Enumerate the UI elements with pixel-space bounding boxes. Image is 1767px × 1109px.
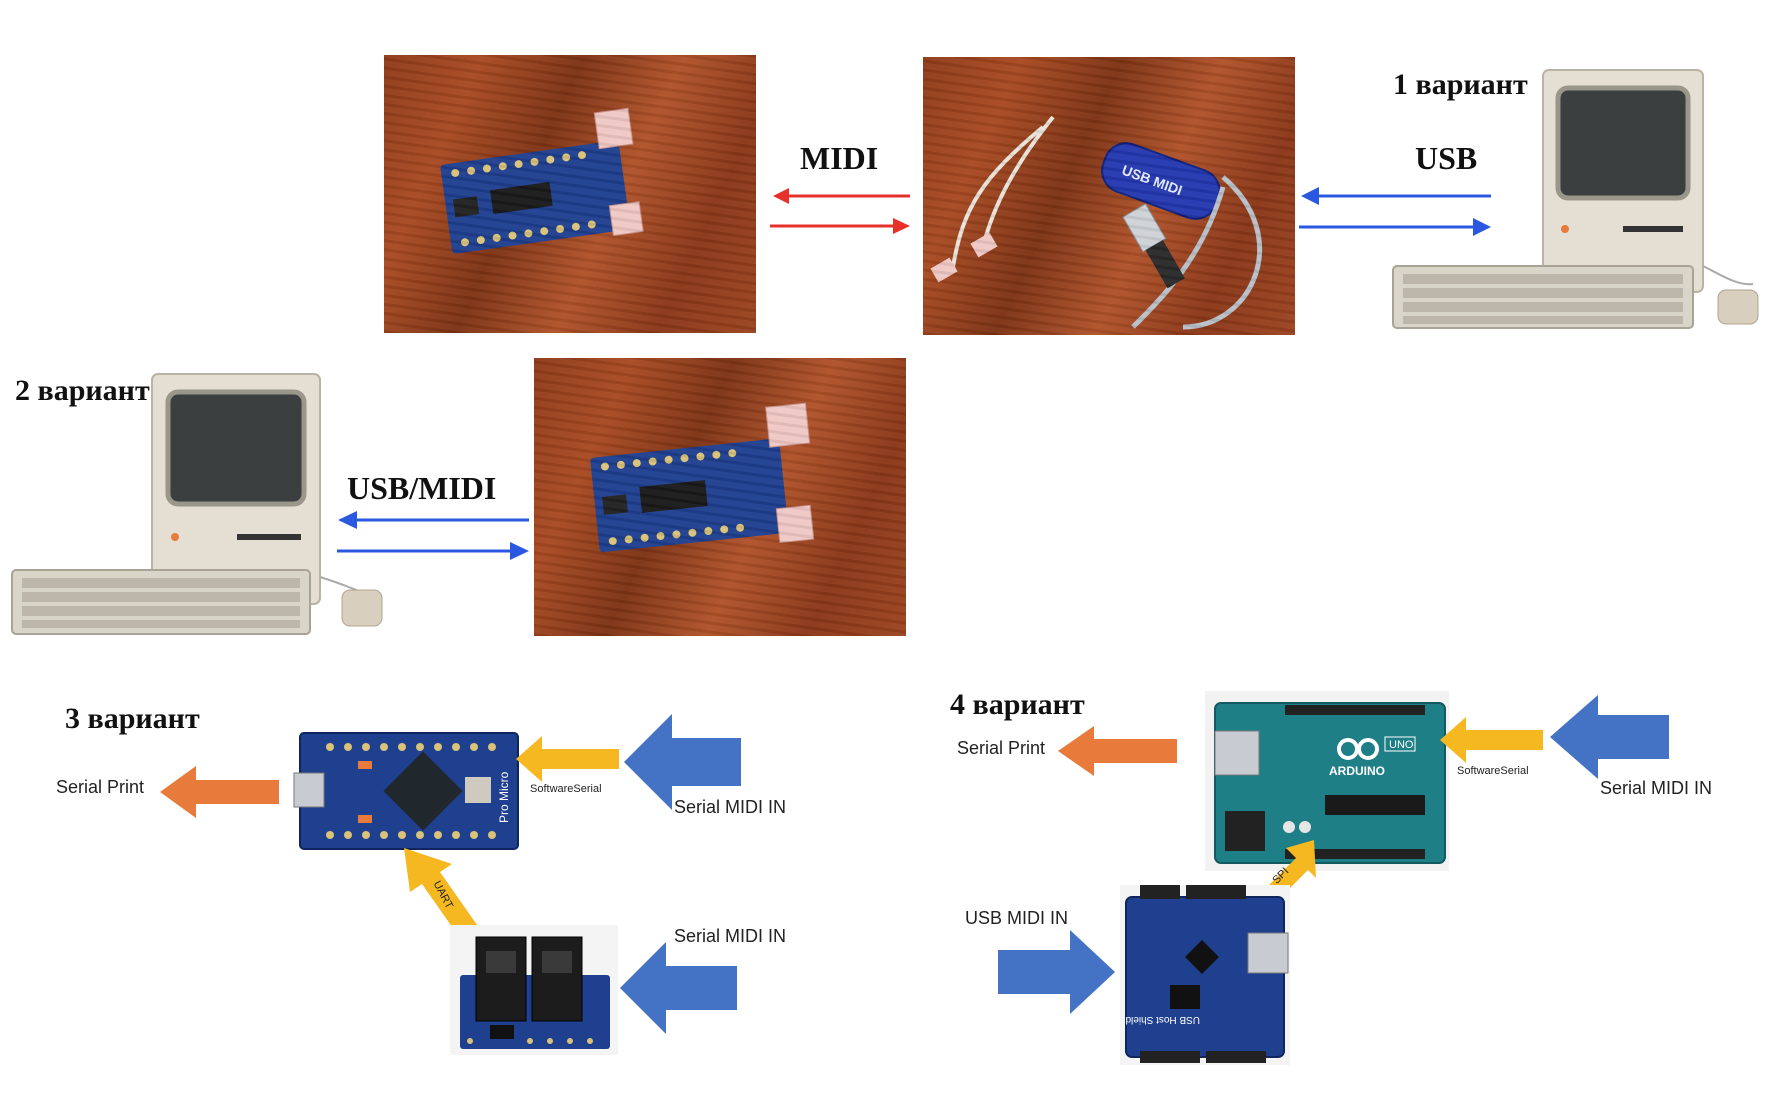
serial-print-label-4: Serial Print [957, 738, 1046, 758]
nano-board-2 [590, 402, 815, 553]
usb-midi-cable-photo: USB Host Shield USB MIDI [923, 57, 1295, 335]
blue-arrow-serial-midi-in-top-3 [624, 714, 741, 810]
arduino-uno-board: ARDUINO UNO [1205, 691, 1449, 871]
usb-label: USB [1415, 140, 1478, 176]
usb-host-shield: USB Host Shield [1120, 885, 1290, 1065]
midi-label: MIDI [800, 140, 879, 176]
midi-arrows [770, 188, 910, 234]
usb-midi-label: USB/MIDI [347, 470, 497, 506]
macintosh-computer-2 [11, 373, 383, 635]
blue-arrow-serial-midi-in-4 [1550, 695, 1669, 779]
macintosh-computer-1 [1392, 69, 1759, 329]
variant3-heading: 3 вариант [65, 702, 200, 735]
nano-board-photo-2 [534, 358, 906, 636]
blue-arrow-serial-midi-in-bottom-3 [620, 942, 737, 1034]
yellow-arrow-uart [404, 848, 482, 944]
arduino-model-text: UNO [1389, 739, 1414, 751]
serial-midi-in-label-top-3: Serial MIDI IN [674, 797, 787, 817]
orange-arrow-serial-print-4 [1058, 726, 1177, 776]
nano-board-1 [440, 107, 644, 254]
yellow-arrow-software-serial-3 [516, 736, 619, 782]
serial-midi-in-label-4: Serial MIDI IN [1600, 778, 1713, 798]
variant4-heading: 4 вариант [950, 688, 1085, 721]
shield-text: USB Host Shield [1126, 1014, 1200, 1025]
serial-midi-in-label-bottom-3: Serial MIDI IN [674, 926, 787, 946]
usb-midi-cable: USB Host Shield USB MIDI [930, 115, 1263, 330]
variant1-heading: 1 вариант [1393, 68, 1528, 101]
pro-micro-board: Pro Micro [293, 732, 519, 850]
usb-arrows [1299, 187, 1491, 236]
serial-print-label-3: Serial Print [56, 777, 145, 797]
usb-midi-in-label: USB MIDI IN [965, 908, 1069, 928]
pro-micro-text: Pro Micro [497, 771, 511, 823]
software-serial-label-3: SoftwareSerial [530, 783, 602, 795]
nano-board-photo-1 [384, 55, 756, 333]
blue-arrow-usb-midi-in [998, 930, 1115, 1014]
software-serial-label-4: SoftwareSerial [1457, 765, 1529, 777]
arduino-brand-text: ARDUINO [1329, 764, 1385, 778]
midi-shield-board [450, 925, 618, 1055]
adapter-text: USB MIDI [1120, 162, 1185, 199]
orange-arrow-serial-print-3 [160, 766, 279, 818]
variant2-heading: 2 вариант [15, 374, 150, 407]
usb-midi-arrows [337, 511, 529, 560]
yellow-arrow-software-serial-4 [1440, 717, 1543, 763]
